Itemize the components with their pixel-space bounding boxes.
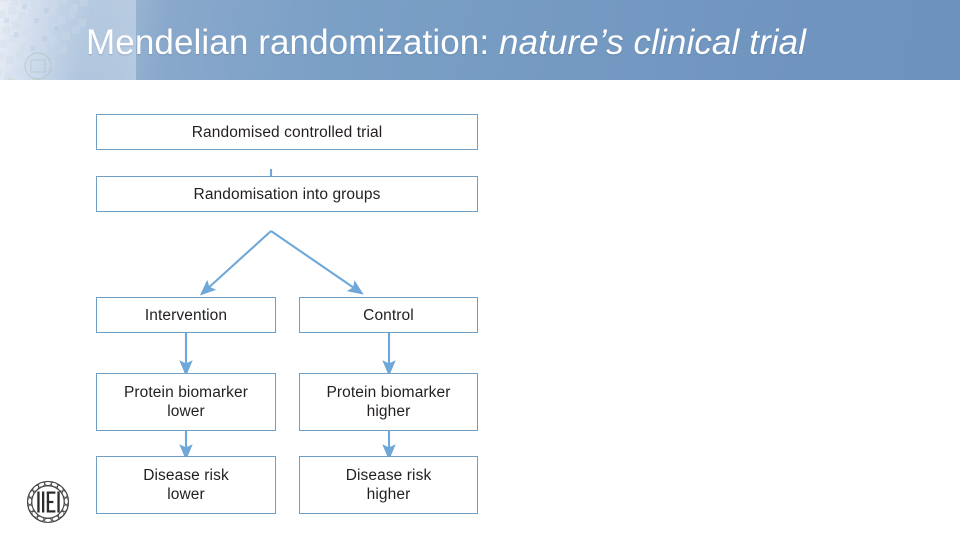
node-label-line1: Protein biomarker: [123, 384, 249, 401]
node-label-line1: Disease risk: [345, 467, 432, 484]
page-title: Mendelian randomization: nature’s clinic…: [86, 19, 806, 67]
edge-rand-intervention: [199, 230, 272, 296]
node-protein-biomarker-lower[interactable]: Protein biomarker lower: [96, 373, 276, 431]
node-intervention[interactable]: Intervention: [96, 297, 276, 333]
flowchart: Randomised controlled trial Randomisatio…: [80, 100, 500, 530]
node-label-line2: lower: [167, 403, 205, 420]
node-control[interactable]: Control: [299, 297, 478, 333]
node-label-line1: Protein biomarker: [326, 384, 451, 401]
node-disease-risk-lower[interactable]: Disease risk lower: [96, 456, 276, 514]
node-disease-risk-higher[interactable]: Disease risk higher: [299, 456, 478, 514]
node-randomised-controlled-trial[interactable]: Randomised controlled trial: [96, 114, 478, 150]
page-title-italic: nature’s clinical trial: [499, 23, 807, 62]
node-protein-biomarker-higher[interactable]: Protein biomarker higher: [299, 373, 478, 431]
node-label: Randomised controlled trial: [191, 123, 383, 141]
institution-seal-icon: [23, 477, 73, 527]
page-title-regular: Mendelian randomization:: [86, 23, 500, 62]
node-randomisation-into-groups[interactable]: Randomisation into groups: [96, 176, 478, 212]
slide-header: Mendelian randomization: nature’s clinic…: [0, 0, 960, 80]
node-label-line2: higher: [366, 403, 411, 420]
node-label-line2: higher: [366, 486, 411, 503]
node-label: Randomisation into groups: [193, 185, 381, 203]
node-label: Intervention: [144, 306, 228, 324]
slide-body: Randomised controlled trial Randomisatio…: [0, 80, 960, 540]
node-label: Control: [363, 306, 414, 324]
node-label-line2: lower: [167, 486, 205, 503]
edge-rand-control: [270, 230, 364, 295]
node-label-line1: Disease risk: [143, 467, 229, 484]
